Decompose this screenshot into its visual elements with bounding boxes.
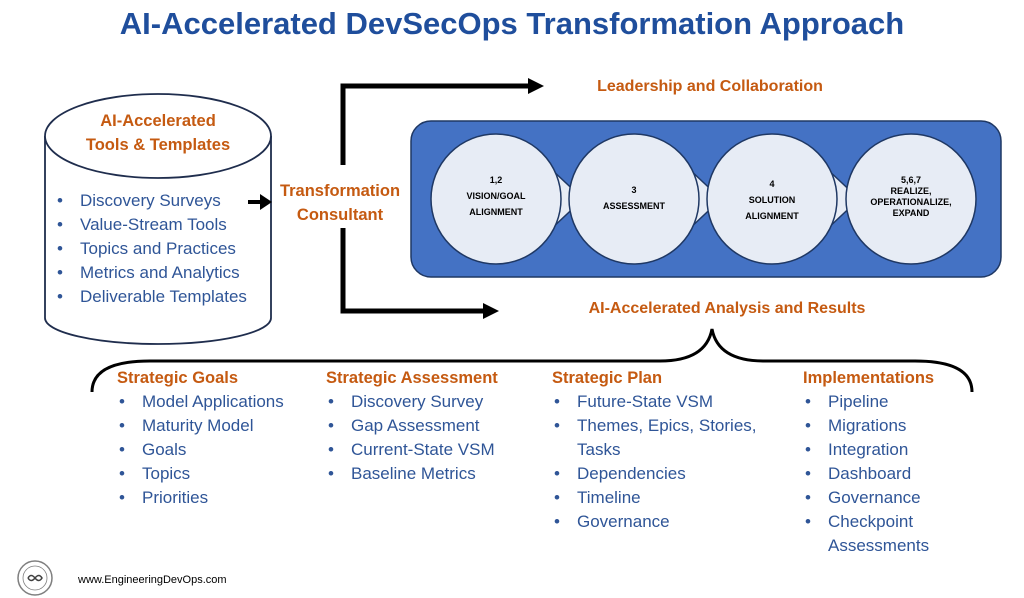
tools-heading: AI-Accelerated Tools & Templates	[45, 109, 271, 157]
stage-4-text: 5,6,7 REALIZE, OPERATIONALIZE, EXPAND	[856, 175, 966, 219]
list-item: Future-State VSM	[552, 390, 782, 414]
list-item: Migrations	[803, 414, 983, 438]
list-item: Topics	[117, 462, 284, 486]
list-item: Themes, Epics, Stories, Tasks	[552, 414, 777, 462]
stage-label: OPERATIONALIZE,	[870, 197, 952, 207]
list-item: Baseline Metrics	[326, 462, 498, 486]
list-item: Integration	[803, 438, 983, 462]
stage-3-text: 4 SOLUTION ALIGNMENT	[722, 178, 822, 222]
stage-number: 5,6,7	[900, 175, 922, 185]
list-item: Dashboard	[803, 462, 983, 486]
consultant-line2: Consultant	[296, 206, 384, 224]
list-item: Maturity Model	[117, 414, 284, 438]
stage-number: 4	[769, 179, 775, 189]
stage-number: 3	[631, 185, 637, 195]
stage-1-text: 1,2 VISION/GOAL ALIGNMENT	[446, 174, 546, 218]
list-item: Discovery Survey	[326, 390, 498, 414]
stage-2-text: 3 ASSESSMENT	[584, 184, 684, 212]
stage-circle-4	[845, 133, 977, 265]
stage-circle-1	[430, 133, 585, 265]
stage-label: ASSESSMENT	[602, 201, 665, 211]
leadership-label: Leadership and Collaboration	[597, 78, 823, 95]
leadership-arrow	[340, 83, 530, 165]
tools-heading-line2: Tools & Templates	[85, 136, 231, 154]
footer-url[interactable]: www.EngineeringDevOps.com	[78, 574, 227, 586]
column-strategic-goals: Strategic Goals Model Applications Matur…	[117, 366, 284, 510]
stage-label: VISION/GOAL	[466, 191, 526, 201]
stage-label: ALIGNMENT	[745, 211, 799, 221]
column-heading: Strategic Goals	[117, 369, 239, 387]
column-heading: Implementations	[803, 369, 935, 387]
list-item: Priorities	[117, 486, 284, 510]
list-item: Discovery Surveys	[55, 189, 247, 213]
list-item: Current-State VSM	[326, 438, 498, 462]
list-item: Gap Assessment	[326, 414, 498, 438]
stage-label: EXPAND	[892, 208, 930, 218]
stage-circle-2	[568, 133, 723, 265]
column-strategic-assessment: Strategic Assessment Discovery Survey Ga…	[326, 366, 498, 486]
stage-label: SOLUTION	[748, 195, 796, 205]
column-heading: Strategic Assessment	[326, 369, 498, 387]
stage-label: ALIGNMENT	[469, 207, 523, 217]
results-brace	[90, 328, 974, 393]
list-item: Goals	[117, 438, 284, 462]
list-item: Pipeline	[803, 390, 983, 414]
stage-label: REALIZE,	[890, 186, 932, 196]
column-strategic-plan: Strategic Plan Future-State VSM Themes, …	[552, 366, 782, 534]
list-item: Value-Stream Tools	[55, 213, 247, 237]
stage-number: 1,2	[489, 175, 503, 185]
list-item: Governance	[803, 486, 983, 510]
list-item: Timeline	[552, 486, 782, 510]
consultant-line1: Transformation	[279, 182, 401, 200]
consultant-label: Transformation Consultant	[270, 179, 410, 227]
list-item: Deliverable Templates	[55, 285, 247, 309]
list-item: Governance	[552, 510, 782, 534]
results-arrow	[340, 228, 485, 314]
list-item: Checkpoint Assessments	[803, 510, 958, 558]
page-title: AI-Accelerated DevSecOps Transformation …	[119, 6, 905, 41]
list-item: Metrics and Analytics	[55, 261, 247, 285]
list-item: Dependencies	[552, 462, 782, 486]
stage-circle-3	[706, 133, 861, 265]
column-heading: Strategic Plan	[552, 369, 663, 387]
engineering-devops-seal-icon	[17, 560, 53, 596]
results-label: AI-Accelerated Analysis and Results	[588, 300, 866, 317]
tools-heading-line1: AI-Accelerated	[100, 112, 216, 130]
list-item: Model Applications	[117, 390, 284, 414]
tools-list: Discovery Surveys Value-Stream Tools Top…	[55, 189, 247, 309]
list-item: Topics and Practices	[55, 237, 247, 261]
column-implementations: Implementations Pipeline Migrations Inte…	[803, 366, 983, 558]
